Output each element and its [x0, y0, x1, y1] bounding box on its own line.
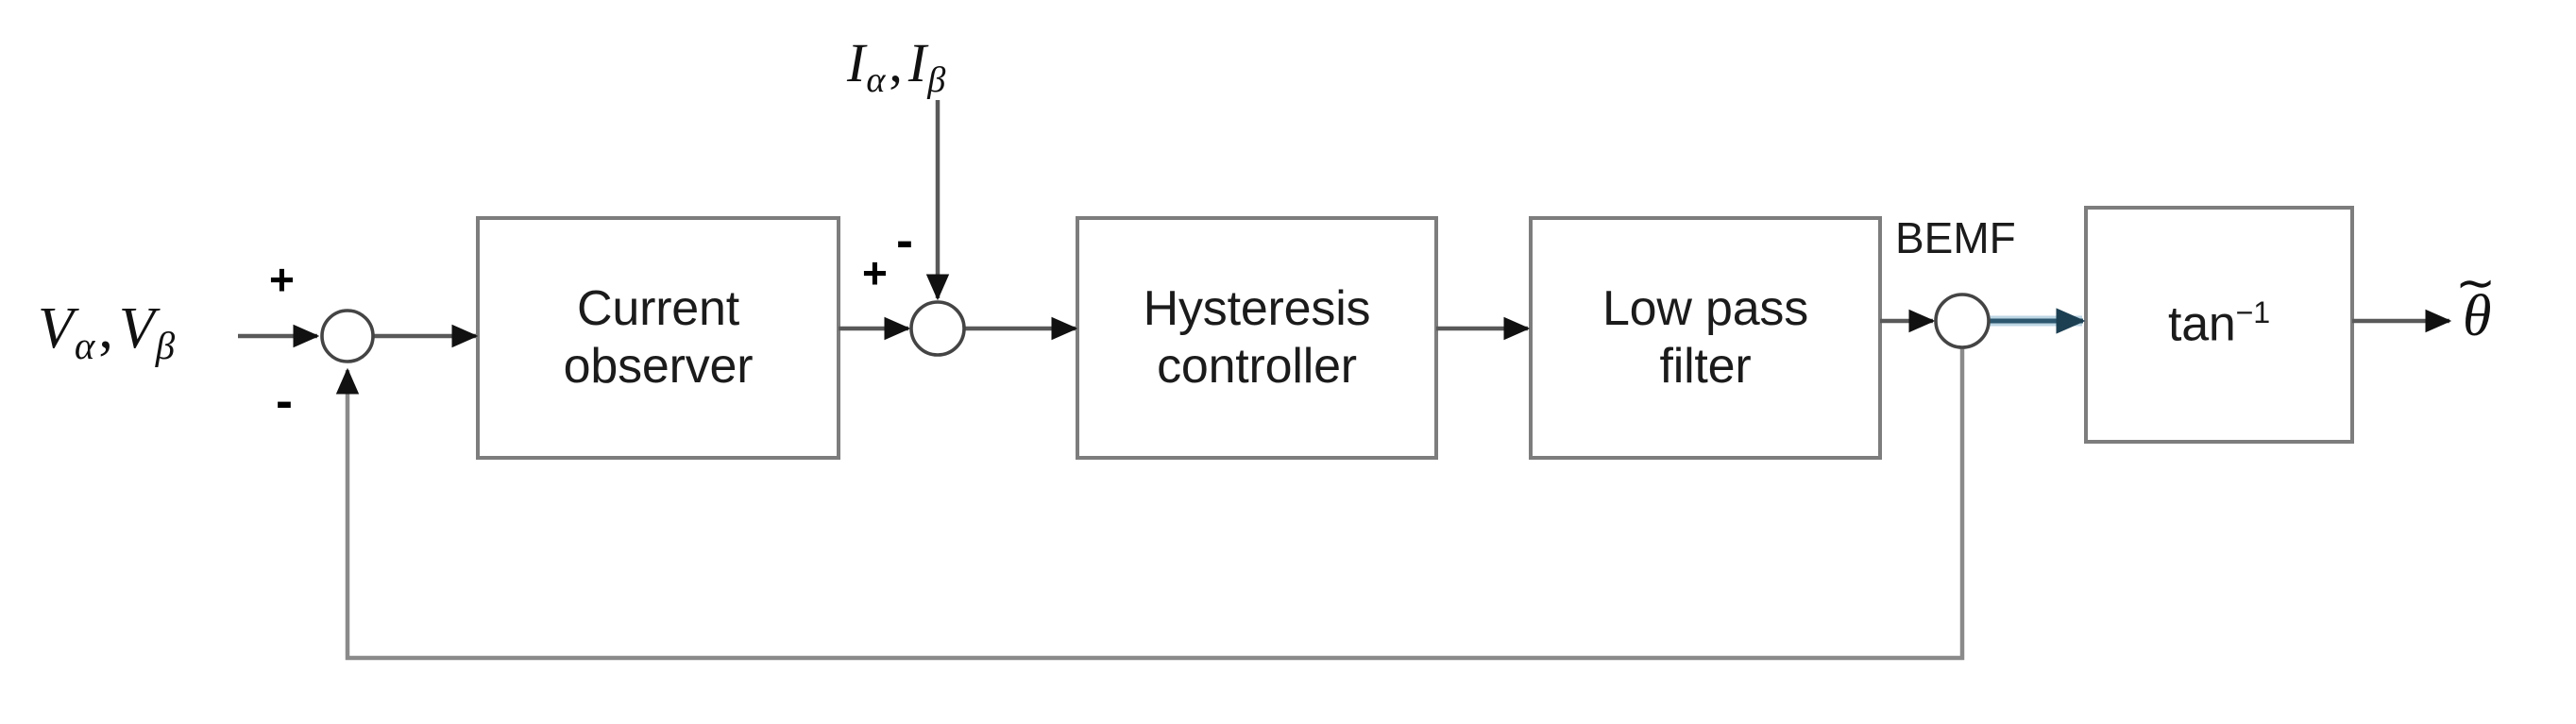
- summing-junction-2-minus-sign: -: [896, 212, 913, 269]
- input-current-i-beta-base: I: [907, 32, 927, 93]
- input-voltage-separator: ,: [98, 296, 113, 361]
- wire-feedback-bemf-to-sum1: [335, 347, 1965, 661]
- bemf-label: BEMF: [1895, 213, 2016, 262]
- input-current-label: Iα,Iβ: [847, 31, 945, 101]
- input-current-i-alpha-base: I: [847, 32, 866, 93]
- summing-junction-2-plus-sign: +: [862, 248, 888, 297]
- input-voltage-label: Vα,Vβ: [38, 295, 175, 368]
- input-current-separator: ,: [889, 32, 903, 93]
- input-current-i-alpha-sub: α: [866, 60, 886, 101]
- input-voltage-v-beta-sub: β: [155, 325, 176, 368]
- summing-junction-1-plus-sign: +: [269, 255, 295, 304]
- bemf-node[interactable]: [1934, 293, 1991, 349]
- output-theta-label: ∼θ: [2455, 259, 2496, 350]
- summing-junction-2[interactable]: [909, 300, 966, 357]
- input-voltage-v-alpha-sub: α: [74, 325, 95, 368]
- input-current-i-beta-sub: β: [927, 60, 946, 101]
- summing-junction-1-minus-sign: -: [276, 373, 293, 429]
- block-low-pass-filter[interactable]: [1529, 216, 1882, 460]
- block-hysteresis-controller[interactable]: [1076, 216, 1438, 460]
- input-voltage-v-beta-base: V: [118, 296, 155, 361]
- output-theta-symbol: ∼θ: [2455, 259, 2496, 350]
- input-voltage-v-alpha-base: V: [38, 296, 74, 361]
- block-current-observer[interactable]: [476, 216, 840, 460]
- output-theta-tilde: ∼: [2455, 256, 2496, 310]
- output-theta-base: θ: [2463, 284, 2492, 348]
- summing-junction-1[interactable]: [320, 309, 375, 363]
- block-arctan[interactable]: [2084, 206, 2354, 444]
